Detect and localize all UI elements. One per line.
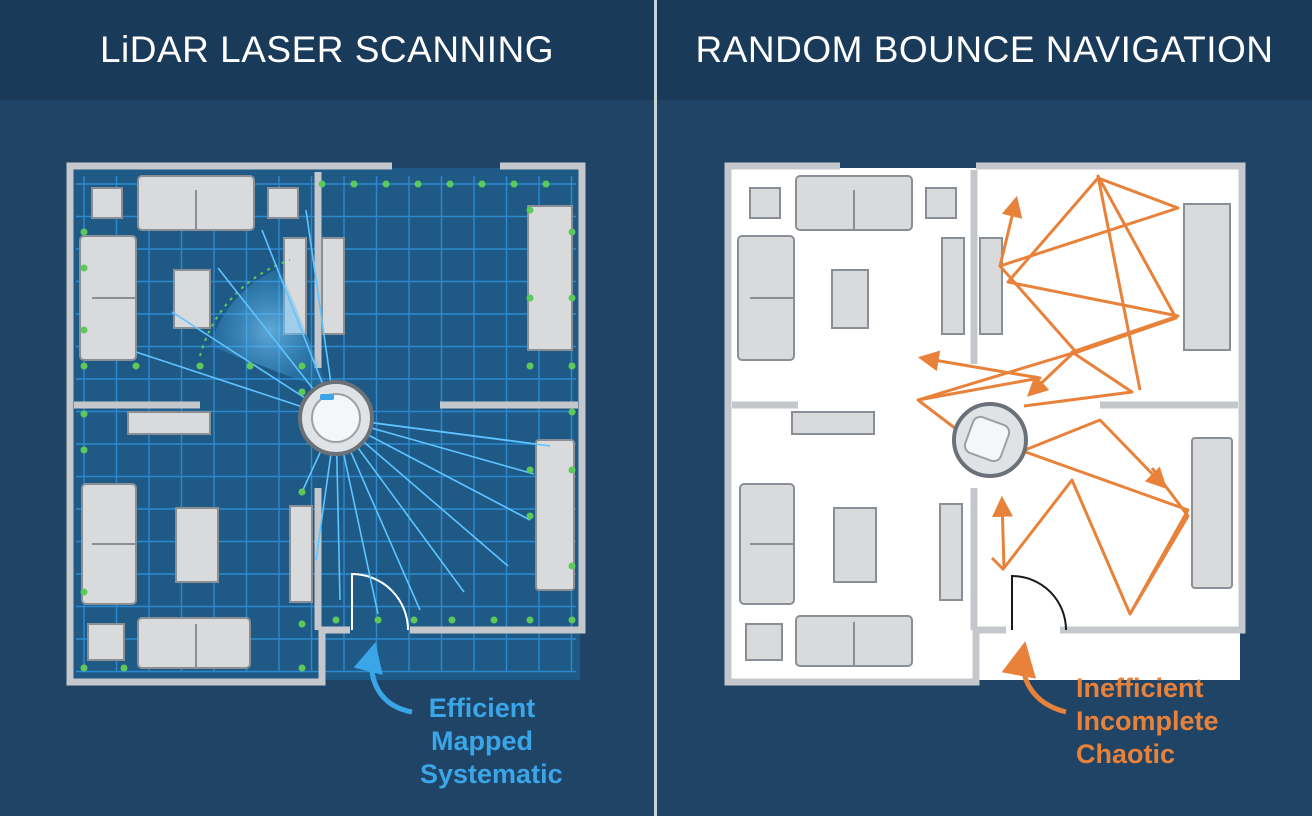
lidar-floorplan (66, 162, 586, 686)
sofa (137, 617, 251, 669)
lidar-caption-line: Mapped (430, 726, 533, 756)
side-table (267, 187, 299, 219)
tv-stand (941, 237, 965, 335)
shelf (127, 411, 211, 435)
side-table (925, 187, 957, 219)
scan-points (80, 180, 576, 672)
coffee-table (173, 269, 211, 329)
lidar-walls (66, 162, 586, 686)
lidar-caption: Efficient Mapped Systematic (420, 692, 563, 791)
side-table (745, 623, 783, 661)
random-floorplan (724, 162, 1246, 686)
lidar-header: LiDAR LASER SCANNING (0, 0, 654, 100)
side-table (87, 623, 125, 661)
random-furniture (737, 175, 1233, 667)
random-caption-line: Incomplete (1076, 706, 1219, 736)
random-walls (724, 162, 1246, 686)
random-bounce-title: RANDOM BOUNCE NAVIGATION (695, 29, 1274, 70)
random-robot (952, 402, 1028, 478)
lidar-caption-line: Efficient (428, 693, 536, 723)
lidar-door (351, 572, 409, 631)
cabinet (527, 205, 573, 351)
sofa (535, 439, 575, 591)
sofa (1191, 437, 1233, 589)
random-caption-arrow (1001, 641, 1067, 715)
random-caption-line: Chaotic (1076, 739, 1176, 769)
random-caption: Inefficient Incomplete Chaotic (1076, 672, 1236, 771)
coffee-table (831, 269, 869, 329)
shelf (791, 411, 875, 435)
bounce-path (916, 174, 1190, 616)
random-door (1011, 574, 1067, 631)
lidar-panel: LiDAR LASER SCANNING (0, 0, 654, 816)
coffee-table (833, 507, 877, 583)
tv-stand (289, 505, 313, 603)
side-table (749, 187, 781, 219)
tv-stand (979, 237, 1003, 335)
random-caption-line: Inefficient (1076, 673, 1204, 703)
tv-stand (939, 503, 963, 601)
tv-stand (321, 237, 345, 335)
side-table (91, 187, 123, 219)
random-bounce-panel: RANDOM BOUNCE NAVIGATION (657, 0, 1312, 816)
scan-arc (199, 259, 291, 357)
lidar-robot (298, 380, 374, 456)
lidar-caption-line: Systematic (420, 759, 563, 789)
cabinet (1183, 203, 1231, 351)
scan-cone (210, 268, 330, 392)
lidar-caption-arrow (353, 642, 413, 715)
random-bounce-header: RANDOM BOUNCE NAVIGATION (657, 0, 1312, 100)
coffee-table (175, 507, 219, 583)
lidar-furniture (79, 175, 575, 669)
panel-divider (654, 0, 657, 816)
lidar-title: LiDAR LASER SCANNING (99, 29, 555, 70)
